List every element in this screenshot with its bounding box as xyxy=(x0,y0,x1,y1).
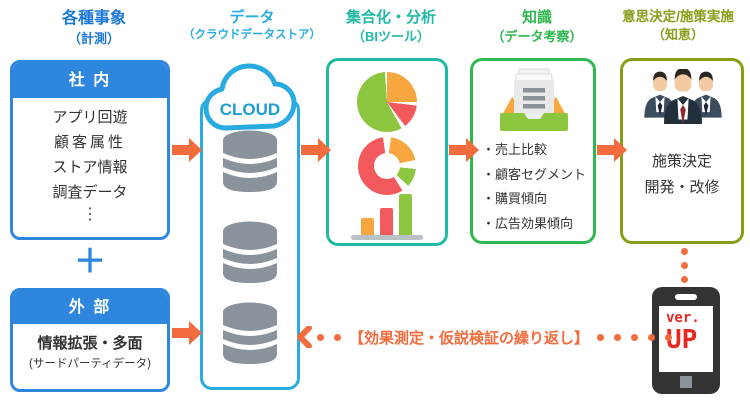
bi-tools-box xyxy=(326,58,448,246)
knowledge-item: ・売上比較 xyxy=(482,142,548,157)
knowledge-list: ・売上比較 ・顧客セグメント ・購買傾向 ・広告効果傾向 xyxy=(482,138,586,236)
header-decision-sub: （知恵） xyxy=(651,27,704,43)
header-events-title: 各種事象 xyxy=(61,10,126,27)
phone-ver-text: ver. xyxy=(666,310,700,326)
header-knowledge-sub: （データ考察） xyxy=(491,29,583,45)
dotted-line-dot xyxy=(631,333,639,341)
header-events-sub: （計測） xyxy=(67,30,120,46)
bar-chart-icon xyxy=(351,194,423,240)
external-line2: (サードパーティデータ) xyxy=(29,358,151,370)
knowledge-item: ・顧客セグメント xyxy=(482,166,587,182)
knowledge-item: ・購買傾向 xyxy=(482,191,548,206)
businessmen-icon xyxy=(644,69,722,125)
external-box-header: 外 部 xyxy=(13,291,167,324)
bar-red xyxy=(380,208,393,235)
phone-speaker xyxy=(675,294,697,300)
header-analysis-title: 集合化・分析 xyxy=(345,9,436,26)
internal-item: 調査データ xyxy=(52,184,128,201)
decision-text: 施策決定 開発・改修 xyxy=(623,149,741,201)
phone-home-button xyxy=(680,376,692,388)
plus-icon: ＋ xyxy=(73,243,106,279)
header-knowledge-title: 知識 xyxy=(521,9,552,26)
bar-chart-baseline xyxy=(351,235,423,240)
internal-data-box: 社 内 アプリ回遊 顧客属性 ストア情報 調査データ ⋮ xyxy=(10,60,170,240)
internal-box-body: アプリ回遊 顧客属性 ストア情報 調査データ ⋮ xyxy=(13,98,167,225)
database-icon xyxy=(223,130,277,192)
ellipsis-icon: ⋮ xyxy=(82,206,98,223)
feedback-label: 【効果測定・仮説検証の繰り返し】 xyxy=(349,329,590,347)
internal-item: ストア情報 xyxy=(52,159,128,176)
pie-chart-icon xyxy=(357,72,417,132)
phone-up-text: UP xyxy=(666,325,698,355)
dotted-line-dot xyxy=(317,333,324,341)
flow-arrow-internal-to-cloud xyxy=(172,138,202,162)
feedback-loop: 【効果測定・仮説検証の繰り返し】 xyxy=(296,326,677,348)
inbox-documents-icon xyxy=(500,68,568,131)
dotted-line-dot xyxy=(597,333,605,341)
flow-arrow-external-to-cloud xyxy=(172,321,202,345)
knowledge-box: ・売上比較 ・顧客セグメント ・購買傾向 ・広告効果傾向 xyxy=(470,58,596,244)
header-data-title: データ xyxy=(229,9,275,26)
dotted-line-dot xyxy=(614,333,622,341)
flow-arrow-bi-to-knowledge xyxy=(449,138,479,162)
header-events: 各種事象 （計測） xyxy=(8,8,180,47)
database-icon xyxy=(223,221,277,283)
donut-chart-icon xyxy=(358,137,416,195)
cloud-icon: CLOUD xyxy=(203,63,297,131)
decision-line1: 施策決定 xyxy=(651,153,712,170)
decision-line2: 開発・改修 xyxy=(644,179,720,196)
header-analysis: 集合化・分析 （BIツール） xyxy=(324,8,458,46)
external-line1: 情報拡張・多面 xyxy=(37,335,143,352)
dotted-connector-dot xyxy=(681,276,688,283)
dotted-connector-dot xyxy=(681,248,688,255)
cloud-label: CLOUD xyxy=(220,100,280,119)
header-data: データ （クラウドデータストア） xyxy=(176,8,328,44)
decision-box: 施策決定 開発・改修 xyxy=(620,58,744,244)
bar-orange xyxy=(361,218,374,235)
flow-arrow-knowledge-to-decision xyxy=(597,138,627,162)
flow-arrow-cloud-to-bi xyxy=(301,138,331,162)
header-decision: 意思決定/施策実施 （知恵） xyxy=(606,8,750,44)
header-decision-title: 意思決定/施策実施 xyxy=(622,9,734,24)
internal-box-header: 社 内 xyxy=(13,63,167,98)
dotted-line-dot xyxy=(334,333,341,341)
header-knowledge: 知識 （データ考察） xyxy=(466,8,608,46)
dotted-line-dot xyxy=(665,333,673,341)
external-box-body: 情報拡張・多面 (サードパーティデータ) xyxy=(13,324,167,373)
dotted-connector-dot xyxy=(681,262,688,269)
dotted-line-dot xyxy=(648,333,656,341)
left-arrowhead-icon xyxy=(297,326,312,348)
internal-item: 顧客属性 xyxy=(53,134,126,151)
header-analysis-sub: （BIツール） xyxy=(351,29,430,45)
header-data-sub: （クラウドデータストア） xyxy=(183,29,321,42)
knowledge-item: ・広告効果傾向 xyxy=(482,215,574,231)
internal-item: アプリ回遊 xyxy=(52,109,128,126)
database-icon xyxy=(223,302,277,364)
external-data-box: 外 部 情報拡張・多面 (サードパーティデータ) xyxy=(10,288,170,392)
bar-green xyxy=(399,194,412,235)
